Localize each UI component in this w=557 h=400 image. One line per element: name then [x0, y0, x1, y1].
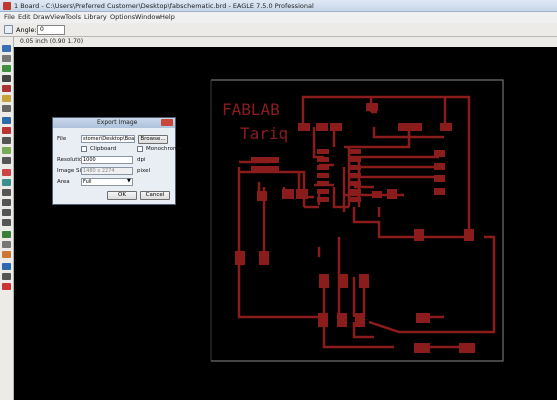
pad-group: [235, 103, 475, 353]
cancel-button[interactable]: Cancel: [140, 191, 170, 200]
dialog-close-icon[interactable]: [161, 119, 173, 126]
copy-icon[interactable]: [2, 75, 11, 82]
board-title-tariq: Tariq: [240, 124, 288, 143]
command-toolbar: [0, 37, 14, 400]
browse-button[interactable]: Browse...: [138, 135, 168, 144]
image-size-unit: pixel: [137, 168, 151, 174]
file-path-input[interactable]: stomer\Desktop\Board.png: [81, 135, 135, 143]
name-icon[interactable]: [2, 147, 11, 154]
pcb-drawing: FABLAB Tariq: [210, 79, 504, 362]
chevron-down-icon[interactable]: ▼: [127, 178, 131, 184]
delete-icon[interactable]: [2, 127, 11, 134]
image-size-label: Image Size: [57, 168, 88, 174]
errors-icon[interactable]: [2, 283, 11, 290]
area-label: Area: [57, 179, 70, 185]
rotate-icon[interactable]: [2, 85, 11, 92]
monochrome-checkbox[interactable]: [137, 146, 143, 152]
menu-library[interactable]: Library: [84, 13, 107, 21]
board-outline: [211, 79, 504, 362]
layer-icon[interactable]: [4, 25, 13, 34]
title-bar: 1 Board - C:\Users\Preferred Customer\De…: [0, 0, 557, 12]
split-icon[interactable]: [2, 169, 11, 176]
eagle-app-icon: [3, 2, 11, 10]
coordinate-bar: 0.05 inch (0.90 1.70): [14, 37, 557, 47]
info-icon[interactable]: [2, 45, 11, 52]
value-icon[interactable]: [2, 157, 11, 164]
text-icon[interactable]: [2, 199, 11, 206]
board-canvas[interactable]: FABLAB Tariq: [14, 47, 557, 400]
circle-icon[interactable]: [2, 209, 11, 216]
resolution-unit: dpi: [137, 157, 146, 163]
change-icon[interactable]: [2, 105, 11, 112]
hole-icon[interactable]: [2, 241, 11, 248]
clipboard-checkbox[interactable]: [81, 146, 87, 152]
paste-icon[interactable]: [2, 117, 11, 124]
menu-bar: File Edit Draw View Tools Library Option…: [0, 12, 557, 23]
angle-select[interactable]: 0: [37, 25, 65, 35]
resolution-label: Resolution: [57, 157, 86, 163]
angle-label: Angle:: [16, 26, 37, 34]
move-icon[interactable]: [2, 65, 11, 72]
menu-edit[interactable]: Edit: [18, 13, 31, 21]
parameter-toolbar: Angle: 0: [0, 23, 557, 37]
menu-options[interactable]: Options: [110, 13, 136, 21]
menu-window[interactable]: Window: [135, 13, 161, 21]
coordinate-readout: 0.05 inch (0.90 1.70): [20, 38, 84, 45]
show-icon[interactable]: [2, 55, 11, 62]
ratsnest-icon[interactable]: [2, 251, 11, 258]
monochrome-label: Monochrome: [146, 146, 182, 152]
export-image-dialog: Export Image File stomer\Desktop\Board.p…: [52, 117, 182, 205]
menu-view[interactable]: View: [50, 13, 66, 21]
clipboard-label: Clipboard: [90, 146, 117, 152]
wire-icon[interactable]: [2, 189, 11, 196]
resolution-input[interactable]: 1000: [81, 156, 133, 164]
autoroute-icon[interactable]: [2, 263, 11, 270]
menu-help[interactable]: Help: [160, 13, 175, 21]
ok-button[interactable]: OK: [107, 191, 137, 200]
add-icon[interactable]: [2, 137, 11, 144]
dialog-title-bar: Export Image: [53, 118, 175, 128]
window-title: 1 Board - C:\Users\Preferred Customer\De…: [14, 2, 314, 10]
image-size-field: 1480 x 2274: [81, 167, 133, 175]
area-select[interactable]: Full: [81, 178, 133, 186]
route-icon[interactable]: [2, 179, 11, 186]
dialog-title: Export Image: [97, 119, 138, 126]
menu-file[interactable]: File: [4, 13, 15, 21]
menu-draw[interactable]: Draw: [33, 13, 50, 21]
file-label: File: [57, 136, 67, 142]
drc-icon[interactable]: [2, 273, 11, 280]
board-title-fablab: FABLAB: [222, 100, 280, 119]
menu-tools[interactable]: Tools: [65, 13, 82, 21]
via-icon[interactable]: [2, 231, 11, 238]
arc-icon[interactable]: [2, 219, 11, 226]
group-icon[interactable]: [2, 95, 11, 102]
